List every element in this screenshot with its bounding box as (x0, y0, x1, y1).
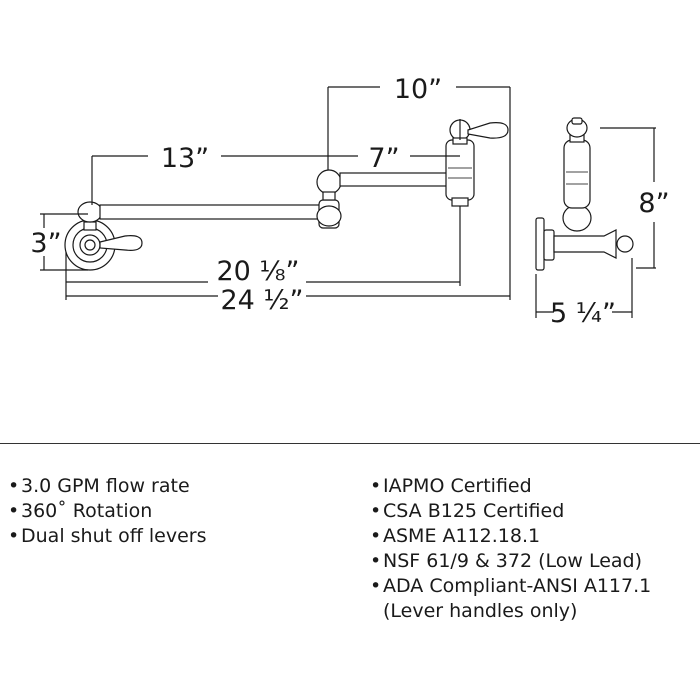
lower-arm-pipe (339, 172, 451, 187)
side-cap-top (571, 117, 583, 125)
valve-body (445, 139, 475, 201)
middle-knuckle-upper (316, 169, 342, 195)
front-view-faucet (64, 119, 509, 271)
dim-label-reach-spout: 20 ⅛” (216, 256, 299, 287)
dim-label-top-total: 10” (394, 74, 442, 105)
features-list: 3.0 GPM flow rate 360˚ Rotation Dual shu… (8, 474, 206, 549)
cert-ada-note: (Lever handles only) (383, 600, 578, 622)
valve-spout (451, 197, 469, 207)
dim-label-lower-arm: 7” (368, 143, 399, 174)
flange-center (84, 239, 96, 251)
middle-knuckle-lower (316, 205, 342, 227)
side-view-dimensions (535, 127, 656, 318)
cert-csa: CSA B125 Certified (370, 499, 651, 524)
certifications-list: IAPMO Certified CSA B125 Certified ASME … (370, 474, 651, 624)
dim-label-reach-total: 24 ½” (220, 285, 303, 316)
front-view-dimensions (40, 86, 511, 300)
side-arm (553, 229, 617, 259)
cert-asme: ASME A112.18.1 (370, 524, 651, 549)
side-end-knob (616, 235, 634, 253)
left-lever-handle (99, 235, 143, 251)
side-body (563, 139, 591, 209)
side-flange (543, 229, 555, 261)
feature-flow-rate: 3.0 GPM flow rate (8, 474, 206, 499)
dim-label-upper-arm: 13” (161, 143, 209, 174)
side-lower-ball (562, 204, 592, 232)
cert-iapmo: IAPMO Certified (370, 474, 651, 499)
dim-label-side-depth: 5 ¼” (550, 298, 616, 329)
feature-rotation: 360˚ Rotation (8, 499, 206, 524)
left-knuckle-neck (83, 221, 97, 231)
section-divider (0, 443, 700, 444)
side-wall-plate (535, 217, 545, 271)
middle-knuckle-neck (322, 191, 336, 201)
feature-shutoff-levers: Dual shut off levers (8, 524, 206, 549)
right-lever-handle (467, 122, 509, 139)
cert-ada: ADA Compliant-ANSI A117.1 (370, 574, 651, 599)
side-view-faucet (535, 117, 634, 271)
cert-nsf: NSF 61/9 & 372 (Low Lead) (370, 549, 651, 574)
dim-label-side-height: 8” (638, 188, 669, 219)
technical-drawing: 10” 13” 7” 3” 20 ⅛” 24 ½” 8” 5 ¼” (30, 74, 669, 329)
upper-arm-pipe (99, 204, 326, 220)
left-knuckle (77, 201, 103, 223)
dim-label-wall-height: 3” (30, 228, 61, 259)
